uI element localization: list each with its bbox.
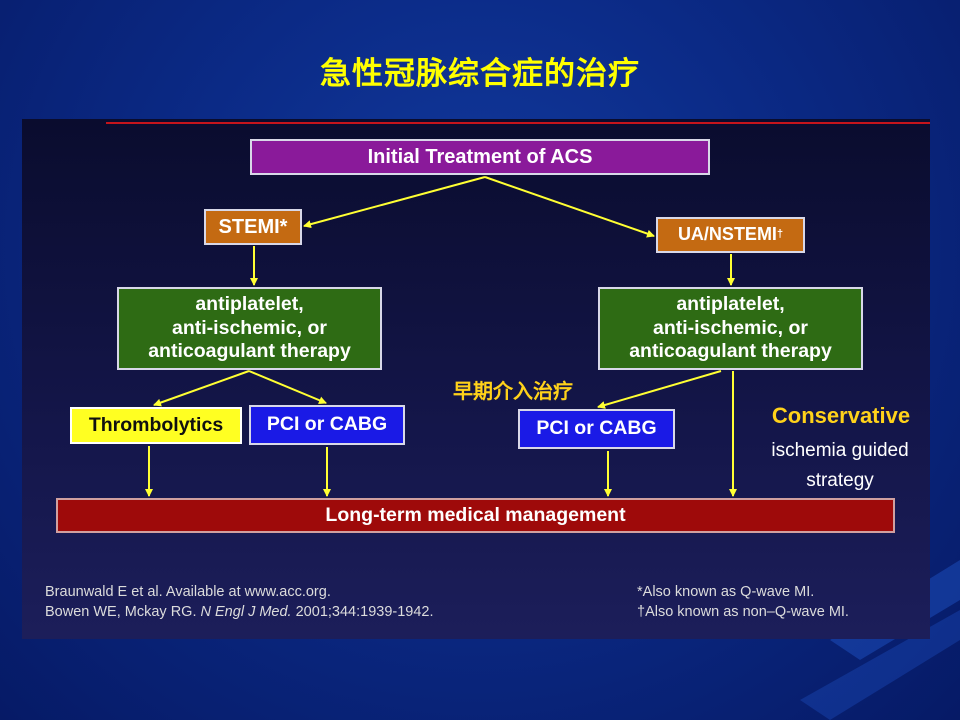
slide-title: 急性冠脉综合症的治疗 bbox=[320, 56, 640, 92]
pci-cabg-box-right: PCI or CABG bbox=[518, 409, 675, 449]
arrow-initial-to-ua bbox=[484, 176, 655, 238]
pci-cabg-box-left: PCI or CABG bbox=[249, 405, 405, 445]
footnote-nstemi: †Also known as non–Q-wave MI. bbox=[637, 604, 849, 620]
therapy-left-line-1: antiplatelet, bbox=[195, 292, 304, 315]
long-term-management-box: Long-term medical management bbox=[56, 498, 895, 533]
therapy-left-line-2: anti-ischemic, or bbox=[172, 316, 327, 339]
flowchart-panel bbox=[22, 119, 930, 639]
arrow-therapy-to-thrombolytics bbox=[153, 370, 250, 407]
initial-treatment-box: Initial Treatment of ACS bbox=[250, 139, 710, 175]
conservative-sub-line-2: strategy bbox=[806, 470, 874, 491]
therapy-right-line-3: anticoagulant therapy bbox=[629, 340, 832, 363]
therapy-left-line-3: anticoagulant therapy bbox=[148, 340, 351, 363]
arrow-therapy-to-pci-left bbox=[248, 370, 327, 405]
arrow-therapy-to-pci-right bbox=[597, 370, 722, 409]
reference-journal: N Engl J Med. bbox=[200, 604, 292, 620]
conservative-subtitle: ischemia guided strategy bbox=[748, 436, 932, 496]
conservative-label: Conservative bbox=[771, 403, 911, 428]
stemi-box: STEMI* bbox=[204, 209, 302, 245]
dagger-mark: † bbox=[776, 228, 784, 241]
reference-citation: 2001;344:1939-1942. bbox=[291, 604, 434, 620]
therapy-box-right: antiplatelet, anti-ischemic, or anticoag… bbox=[598, 287, 863, 370]
references-left: Braunwald E et al. Available at www.acc.… bbox=[45, 582, 434, 622]
conservative-sub-line-1: ischemia guided bbox=[771, 440, 909, 461]
reference-authors: Bowen WE, Mckay RG. bbox=[45, 604, 201, 620]
ua-nstemi-label: UA/NSTEMI bbox=[677, 224, 777, 245]
reference-line-2: Bowen WE, Mckay RG. N Engl J Med. 2001;3… bbox=[45, 602, 434, 622]
arrow-initial-to-stemi bbox=[303, 176, 486, 229]
reference-line-1: Braunwald E et al. Available at www.acc.… bbox=[45, 584, 331, 600]
footnote-stemi: *Also known as Q-wave MI. bbox=[637, 584, 815, 600]
therapy-box-left: antiplatelet, anti-ischemic, or anticoag… bbox=[117, 287, 382, 370]
red-divider bbox=[106, 122, 930, 124]
thrombolytics-box: Thrombolytics bbox=[70, 407, 242, 444]
footnotes-right: *Also known as Q-wave MI. †Also known as… bbox=[637, 582, 849, 622]
early-intervention-label: 早期介入治疗 bbox=[453, 379, 573, 403]
therapy-right-line-1: antiplatelet, bbox=[676, 292, 785, 315]
therapy-right-line-2: anti-ischemic, or bbox=[653, 316, 808, 339]
ua-nstemi-box: UA/NSTEMI† bbox=[656, 217, 805, 253]
